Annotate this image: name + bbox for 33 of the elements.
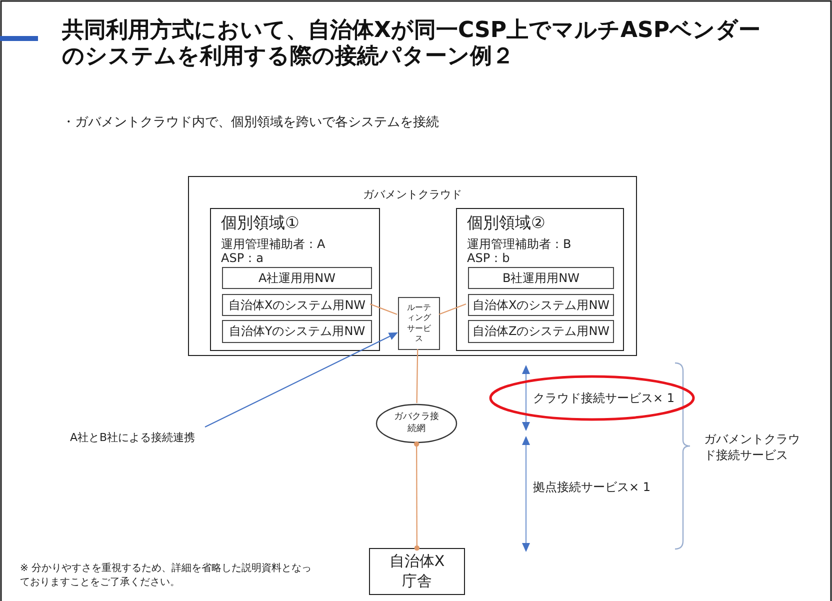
connector-line — [414, 441, 420, 551]
network-box: B社運用用NW — [468, 267, 614, 289]
network-label: ガバクラ接続網 — [393, 411, 440, 436]
connector-line — [438, 303, 466, 315]
region-title: 個別領域② — [467, 213, 546, 232]
network-box: 自治体Yのシステム用NW — [222, 320, 372, 343]
dimension-label: 拠点接続サービス× 1 — [533, 479, 652, 496]
footnote: ※ 分かりやすさを重視するため、詳細を省略した説明資料となっておりますことをご了承ください。 — [20, 562, 313, 589]
network-box: A社運用用NW — [222, 267, 372, 289]
region-title: 個別領域① — [221, 213, 300, 232]
region-box — [210, 208, 380, 351]
cloud-area-box — [188, 176, 637, 356]
network-box: 自治体Zのシステム用NW — [468, 320, 614, 343]
region-text: 運用管理補助者：A — [221, 237, 326, 252]
title: 共同利用方式において、自治体Xが同一CSP上でマルチASPベンダーのシステムを利用する際の接続パターン例２ — [62, 18, 762, 71]
network-box: 自治体Xのシステム用NW — [468, 294, 614, 316]
office-box: 自治体X庁舎 — [369, 548, 465, 595]
service-label: クラウド接続サービス× 1 — [533, 390, 676, 406]
bracket-label: ガバメントクラウド接続サービス — [704, 431, 801, 464]
connector-line — [416, 349, 418, 403]
area-title: ガバメントクラウド — [362, 187, 463, 202]
connector-line — [370, 303, 398, 315]
arrow — [204, 332, 398, 428]
region-box — [456, 208, 624, 351]
routing-box: ルーティングサービス — [398, 297, 440, 350]
region-text: ASP：b — [467, 251, 510, 266]
network-box: 自治体Xのシステム用NW — [222, 294, 372, 316]
region-text: ASP：a — [221, 251, 264, 266]
highlight-ellipse — [489, 375, 695, 421]
region-text: 運用管理補助者：B — [467, 237, 572, 252]
network-ellipse — [375, 403, 458, 444]
annotation-text: A社とB社による接続連携 — [70, 428, 200, 448]
bullet-text: ・ガバメントクラウド内で、個別領域を跨いで各システムを接続 — [62, 114, 440, 132]
